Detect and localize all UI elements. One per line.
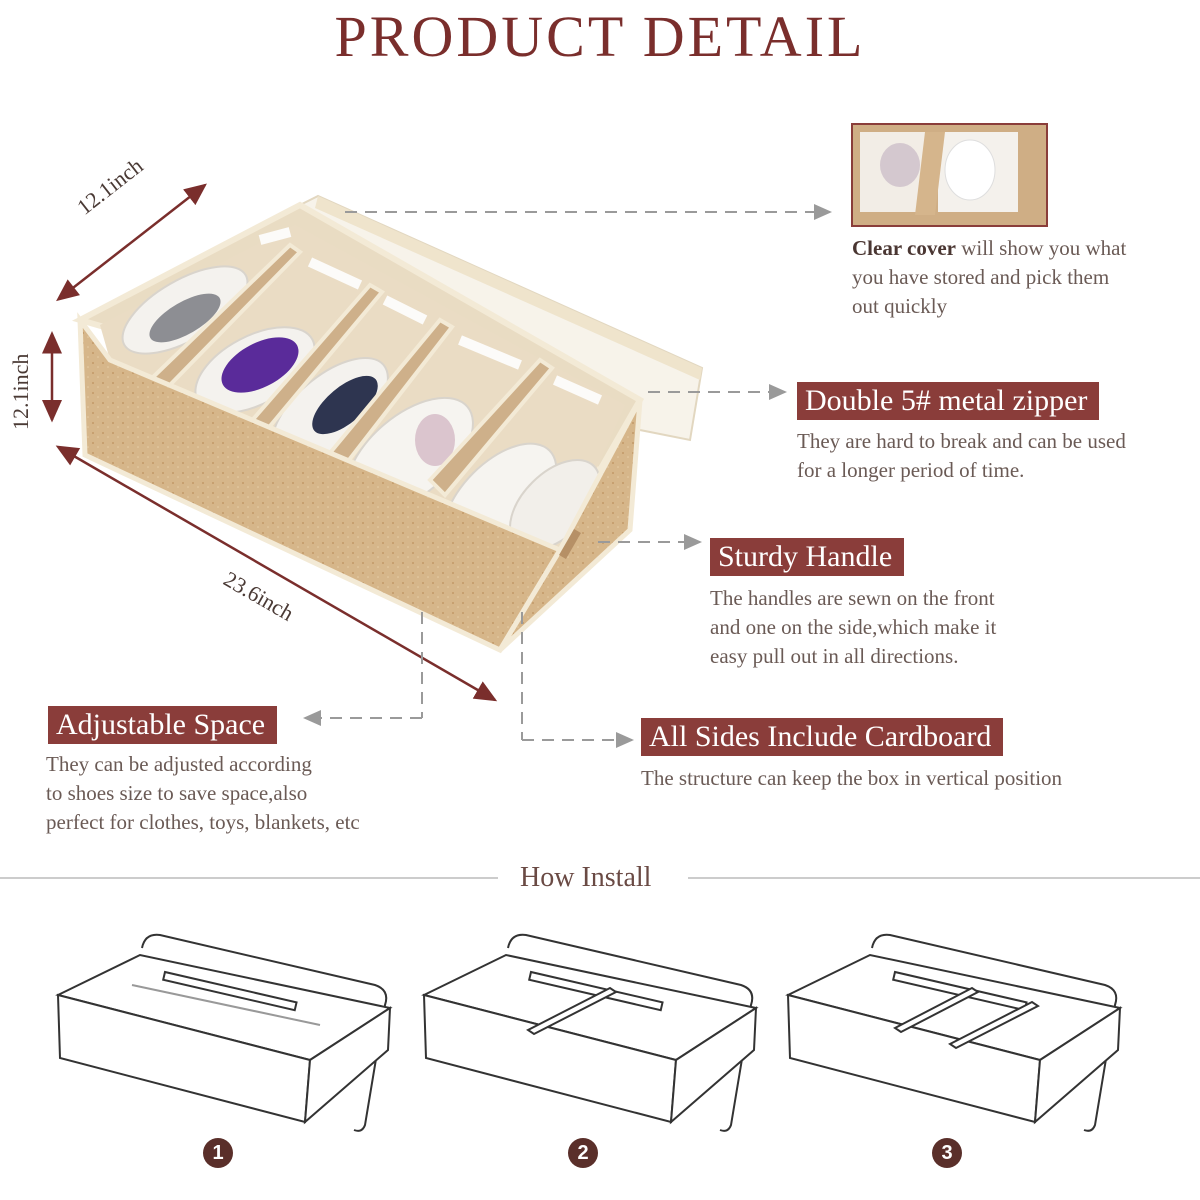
adjustable-description: They can be adjusted according to shoes … [46,752,360,834]
adjustable-title: Adjustable Space [48,706,278,744]
install-step-1-diagram [55,933,393,1132]
install-step-2-diagram [421,933,759,1132]
install-section-title: How Install [520,862,652,893]
install-step-3-diagram [785,933,1123,1132]
clear-cover-bold: Clear cover [852,236,956,260]
clear-cover-description: Clear cover will show you what you have … [852,236,1127,318]
clear-cover-thumbnail [851,123,1048,227]
height-dimension-label: 12.1inch [8,353,33,430]
page-title: PRODUCT DETAIL [334,4,866,69]
install-step-1-number: 1 [203,1138,233,1168]
zipper-title: Double 5# metal zipper [797,382,1100,420]
cardboard-description: The structure can keep the box in vertic… [641,766,1063,790]
handle-title: Sturdy Handle [710,538,905,576]
handle-description: The handles are sewn on the front and on… [710,586,997,668]
cardboard-title: All Sides Include Cardboard [641,718,1004,756]
install-step-2-number: 2 [568,1138,598,1168]
zipper-description: They are hard to break and can be used f… [797,429,1126,482]
install-step-3-number: 3 [932,1138,962,1168]
